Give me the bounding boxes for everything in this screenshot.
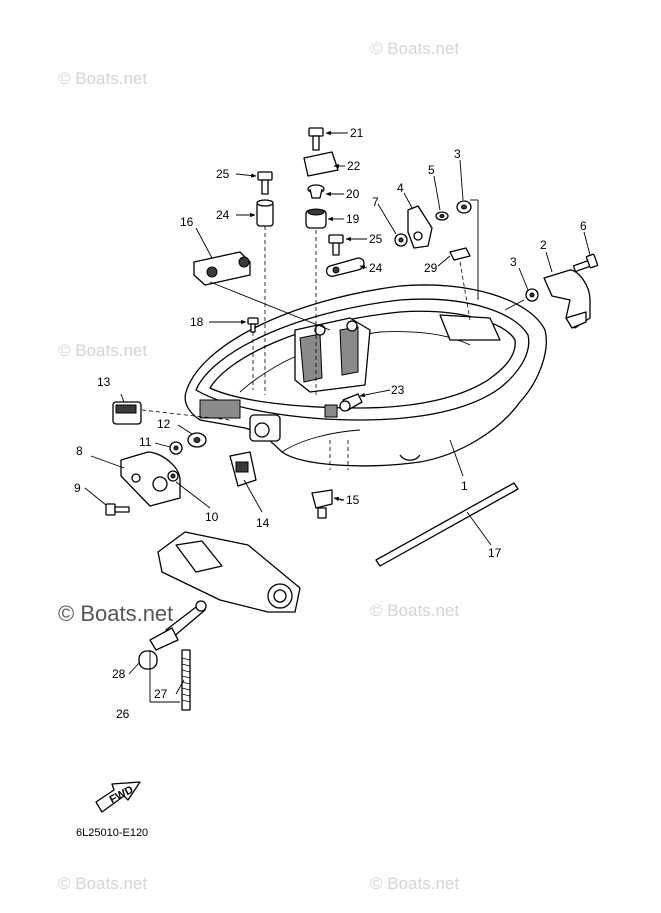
callout-4: 4 — [397, 181, 404, 195]
callout-10: 10 — [205, 510, 219, 524]
watermark-text: © Boats.net — [58, 69, 147, 88]
part-3-washer-right — [504, 288, 539, 311]
part-13-grommet — [112, 401, 231, 425]
part-7-nut — [394, 233, 408, 247]
part-12-fitting — [187, 432, 207, 448]
part-27-spring — [181, 649, 191, 711]
fwd-label: FWD — [108, 784, 136, 806]
part-6-bolt — [572, 253, 599, 273]
callout-14: 14 — [256, 516, 270, 530]
diagram-code: 6L25010-E120 — [76, 827, 148, 839]
callout-29: 29 — [424, 261, 438, 275]
callout-13: 13 — [97, 375, 111, 389]
watermark-text: © Boats.net — [58, 874, 147, 893]
part-18-screw — [247, 317, 259, 390]
watermark-text: © Boats.net — [370, 601, 459, 620]
part-28-cap — [138, 650, 158, 670]
callout-8: 8 — [76, 444, 83, 458]
callouts: 21 22 20 19 25 24 16 25 24 18 23 7 4 5 3… — [74, 126, 587, 721]
part-15-grommet — [311, 489, 333, 519]
part-4-bracket — [407, 205, 433, 249]
part-26-shift-rod — [149, 600, 207, 651]
part-24-spacer-left — [256, 199, 274, 395]
part-5-washer — [435, 211, 449, 221]
part-14-grommet-plate — [229, 451, 257, 487]
callout-26: 26 — [116, 707, 130, 721]
part-9-bolt — [105, 503, 130, 516]
callout-20: 20 — [346, 187, 360, 201]
bottom-cowling — [184, 284, 547, 470]
part-11-nut — [169, 441, 183, 455]
callout-16: 16 — [180, 215, 194, 229]
callout-24: 24 — [369, 261, 383, 275]
watermark-text: © Boats.net — [370, 39, 459, 58]
callout-25: 25 — [369, 232, 383, 246]
watermark-text: © Boats.net — [58, 341, 147, 360]
callout-12: 12 — [157, 417, 171, 431]
part-20-collar — [307, 184, 325, 199]
part-21-bolt — [308, 127, 324, 151]
callout-24: 24 — [216, 208, 230, 222]
callout-7: 7 — [372, 195, 379, 209]
part-19-grommet — [305, 208, 327, 395]
callout-15: 15 — [346, 493, 360, 507]
part-3-washer-top — [456, 199, 479, 300]
part-8-plate — [120, 451, 181, 507]
callout-23: 23 — [391, 383, 405, 397]
callout-3: 3 — [454, 147, 461, 161]
part-16-bracket — [193, 251, 331, 331]
part-25-bolt-left — [257, 171, 273, 195]
part-24-plate-right — [325, 257, 365, 277]
callout-17: 17 — [488, 546, 502, 560]
callout-3: 3 — [510, 255, 517, 269]
lower-bracket — [157, 531, 301, 613]
callout-1: 1 — [461, 479, 468, 493]
callout-6: 6 — [580, 219, 587, 233]
callout-11: 11 — [139, 435, 152, 449]
bracket-lines-26 — [149, 650, 180, 703]
callout-28: 28 — [112, 667, 126, 681]
watermarks: © Boats.net © Boats.net © Boats.net © Bo… — [58, 39, 459, 893]
part-10-nut — [167, 470, 179, 482]
callout-27: 27 — [154, 687, 168, 701]
watermark-text: © Boats.net — [370, 874, 459, 893]
part-23-plug — [339, 393, 363, 412]
part-29-label — [449, 247, 471, 321]
callout-22: 22 — [347, 159, 361, 173]
callout-5: 5 — [428, 163, 435, 177]
part-17-rod — [375, 482, 519, 567]
watermark-large-text: © Boats.net — [58, 601, 173, 626]
callout-18: 18 — [190, 315, 204, 329]
callout-9: 9 — [74, 481, 81, 495]
callout-21: 21 — [350, 126, 364, 140]
part-22-plate — [303, 151, 339, 177]
callout-19: 19 — [346, 212, 360, 226]
leader-lines — [84, 130, 591, 695]
callout-2: 2 — [540, 238, 547, 252]
part-2-bracket — [543, 269, 591, 329]
callout-25: 25 — [216, 167, 230, 181]
fwd-arrow: FWD — [95, 781, 141, 813]
part-25-bolt-right — [328, 234, 344, 256]
